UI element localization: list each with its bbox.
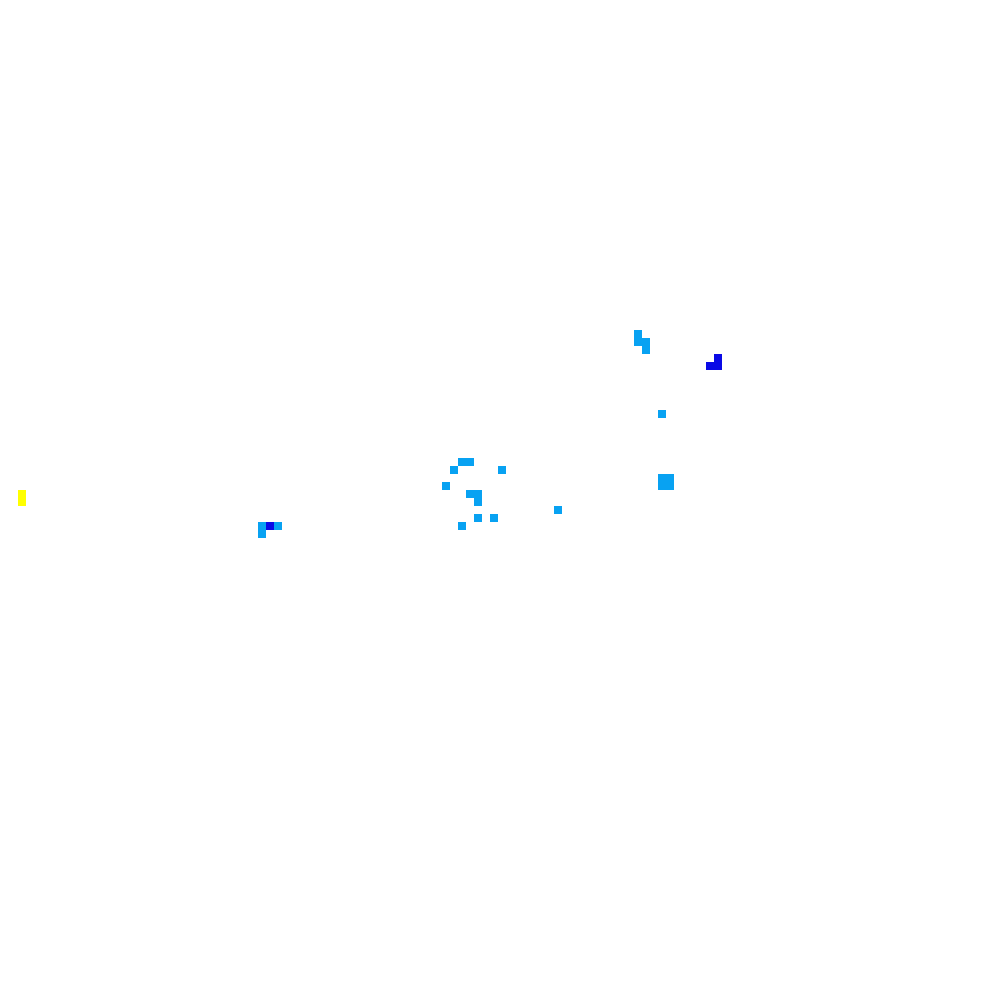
grid-cell [474,490,482,498]
grid-cell [258,522,266,530]
grid-cell [666,474,674,482]
grid-cell [554,506,562,514]
grid-cell [666,482,674,490]
grid-cell [474,514,482,522]
grid-cell [274,522,282,530]
grid-cell [714,362,722,370]
grid-cell [634,330,642,338]
grid-cell [18,498,26,506]
grid-cell [658,410,666,418]
grid-cell [450,466,458,474]
grid-cell [458,522,466,530]
grid-cell [658,474,666,482]
grid-cell [498,466,506,474]
grid-cell [658,482,666,490]
grid-cell [458,458,466,466]
grid-cell [634,338,642,346]
grid-cell [490,514,498,522]
grid-cell [706,362,714,370]
grid-cell [642,346,650,354]
grid-cell [714,354,722,362]
grid-cell [18,490,26,498]
grid-cell [474,498,482,506]
grid-cell [642,338,650,346]
grid-cell [258,530,266,538]
grid-cell [466,458,474,466]
grid-cell [266,522,274,530]
grid-cell [466,490,474,498]
grid-cell [442,482,450,490]
